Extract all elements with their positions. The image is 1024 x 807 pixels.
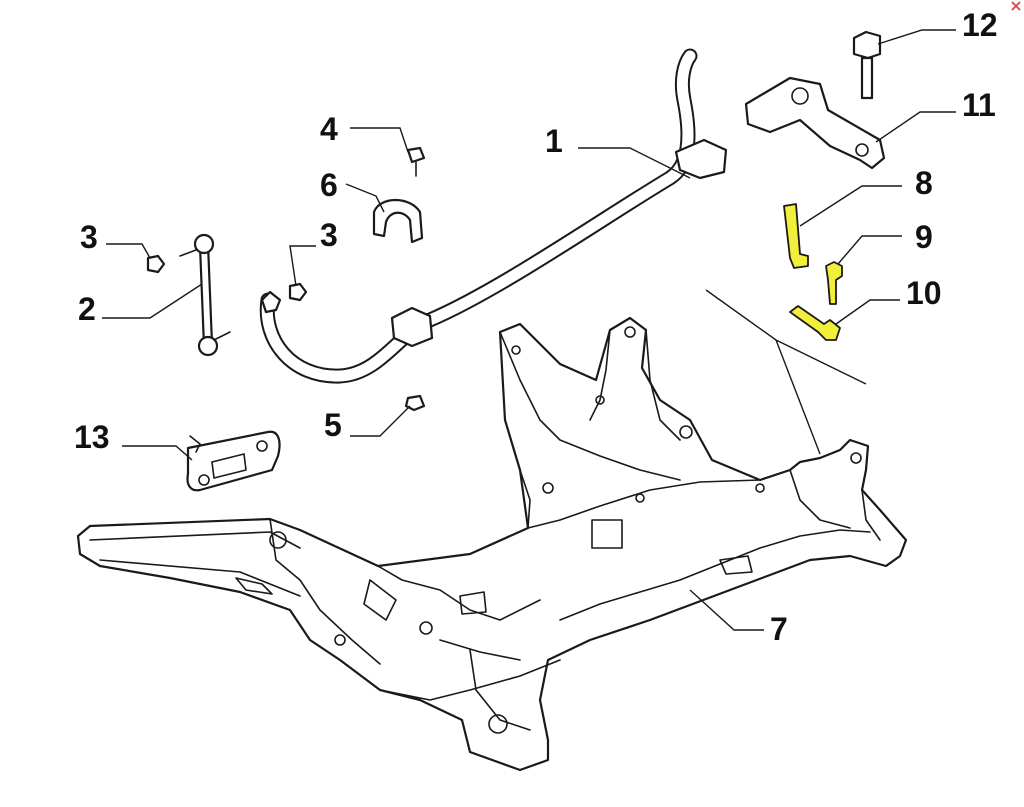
callout-1: 1	[545, 123, 563, 159]
callout-6: 6	[320, 167, 338, 203]
callout-12: 12	[962, 7, 998, 43]
leader-lines	[102, 29, 956, 631]
callout-13: 13	[74, 419, 110, 455]
subframe-part-7	[76, 316, 908, 772]
callout-2: 2	[78, 291, 96, 327]
callout-7: 7	[770, 611, 788, 647]
bracket-part-11	[744, 76, 886, 170]
bracket-part-13	[186, 430, 281, 492]
screw-part-4	[406, 146, 426, 177]
stabilizer-link-part-2	[179, 233, 231, 357]
clamp-part-6	[372, 199, 424, 244]
callout-3a: 3	[80, 219, 98, 255]
nut-part-3b	[288, 282, 308, 302]
callout-10: 10	[906, 275, 942, 311]
callout-5: 5	[324, 407, 342, 443]
bolt-part-8	[783, 203, 809, 269]
stabilizer-bar-part-1	[259, 48, 728, 384]
callout-labels: 1 2 3 3 4 5 6 7 8 9 10 11 12 13	[74, 7, 998, 647]
callout-11: 11	[962, 87, 996, 123]
callout-3b: 3	[320, 217, 338, 253]
callout-8: 8	[915, 165, 933, 201]
callout-4: 4	[320, 111, 338, 147]
bolt-part-9	[825, 261, 843, 305]
callout-9: 9	[915, 219, 933, 255]
close-icon[interactable]	[1010, 0, 1022, 12]
nut-part-3a	[146, 254, 166, 274]
bolt-part-12	[852, 30, 882, 100]
nut-part-5	[404, 394, 426, 412]
bolt-part-10	[789, 305, 841, 341]
